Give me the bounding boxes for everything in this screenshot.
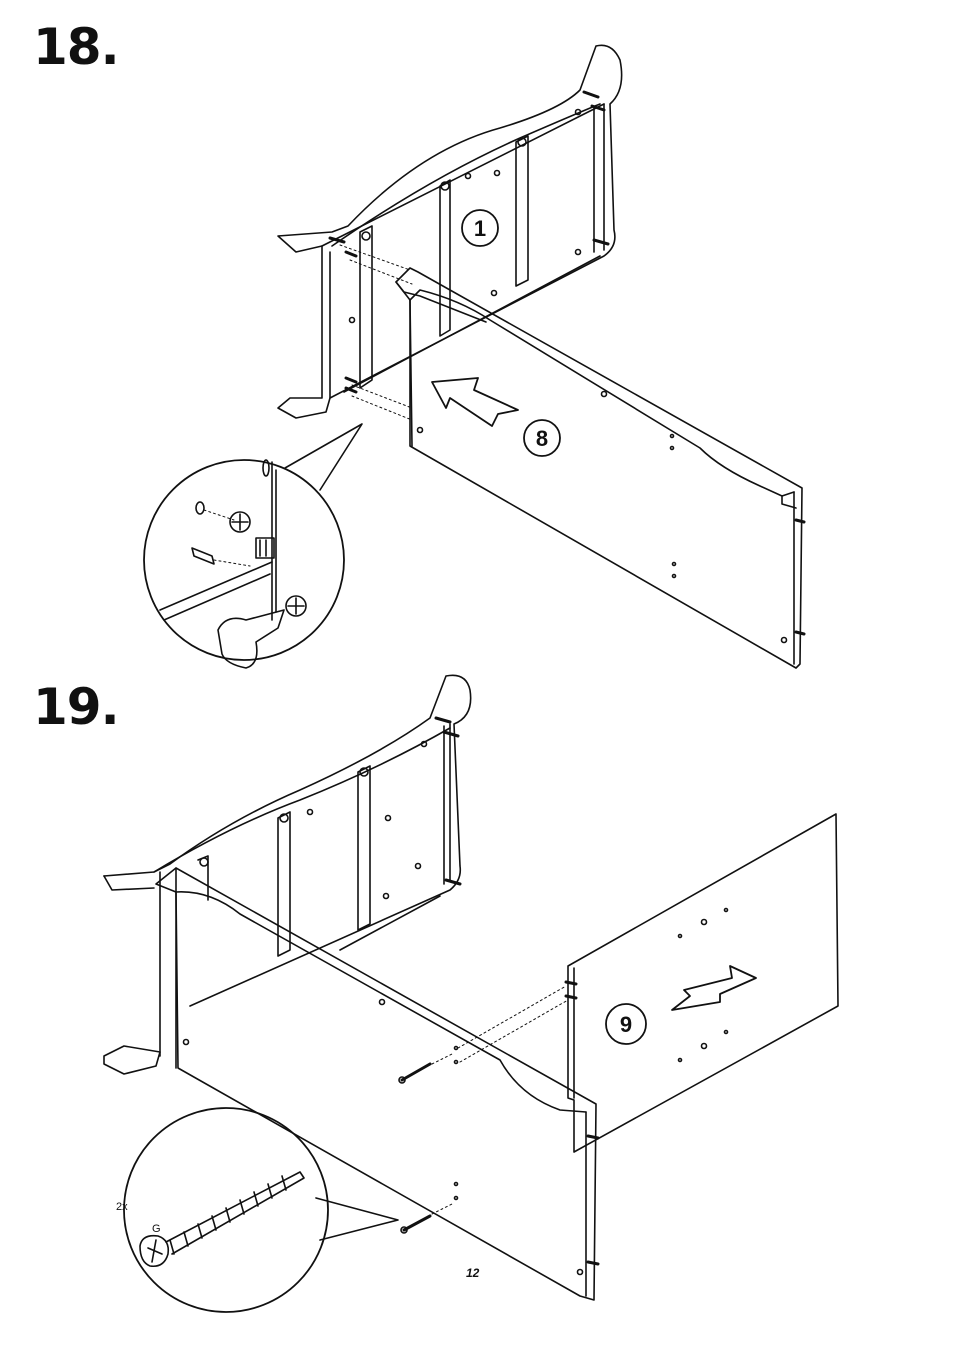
- svg-text:8: 8: [536, 426, 548, 451]
- callout-1: 1: [462, 210, 498, 246]
- step-18-drawing: 1 8: [144, 45, 804, 668]
- callout-9: 9: [606, 1004, 646, 1044]
- back-panel-19: [104, 675, 471, 1074]
- screw-upper: [399, 1064, 430, 1083]
- screw-g-detail: [140, 1172, 304, 1266]
- screw-part-letter: G: [152, 1223, 161, 1235]
- svg-text:1: 1: [474, 216, 486, 241]
- alignment-lines-19: [432, 986, 568, 1214]
- screw-quantity: 2x: [116, 1201, 128, 1213]
- detail-magnifier-18: [144, 424, 362, 668]
- page-number: 12: [466, 1266, 479, 1280]
- alignment-lines-18: [340, 245, 412, 420]
- detail-magnifier-19: 2x G: [116, 1108, 398, 1312]
- step-19-drawing: 9 2x G: [104, 675, 838, 1312]
- back-panel-part-1: [278, 45, 622, 418]
- svg-text:9: 9: [620, 1012, 632, 1037]
- side-panel-part-8: [396, 268, 804, 668]
- screw-lower: [401, 1216, 430, 1233]
- front-panel-part-9: [566, 814, 838, 1152]
- side-panel-19: [156, 868, 598, 1300]
- callout-8: 8: [524, 420, 560, 456]
